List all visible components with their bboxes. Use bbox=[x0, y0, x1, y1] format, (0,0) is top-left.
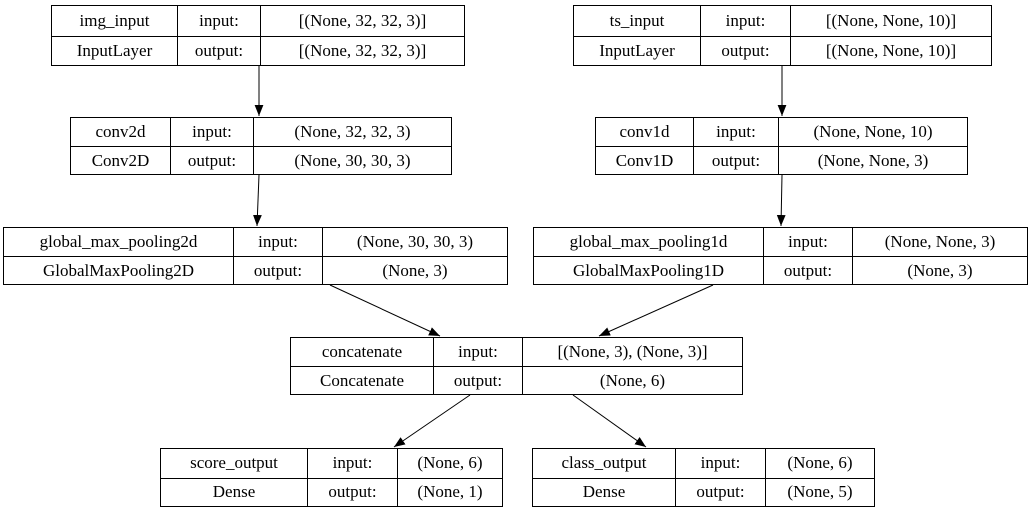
input-shape: [(None, 32, 32, 3)] bbox=[298, 10, 427, 30]
edge-conv1d-to-global_max_pooling1d bbox=[776, 174, 786, 227]
io-input-label: input: bbox=[694, 118, 779, 146]
io-input-label: input: bbox=[234, 228, 323, 256]
io-output-label: output: bbox=[171, 146, 254, 174]
edge-concatenate-to-score_output bbox=[393, 394, 471, 448]
output-shape: (None, 6) bbox=[523, 366, 742, 394]
input-shape: (None, None, 3) bbox=[884, 232, 996, 251]
node-conv2d: conv2d input: (None, 32, 32, 3) Conv2D o… bbox=[70, 117, 452, 175]
layer-name: conv1d bbox=[596, 118, 694, 146]
layer-name: img_input bbox=[52, 6, 178, 36]
output-shape: (None, 3) bbox=[323, 256, 507, 284]
layer-name: class_output bbox=[533, 449, 676, 478]
layer-name: score_output bbox=[161, 449, 308, 478]
edge-concatenate-to-class_output bbox=[572, 394, 647, 448]
io-output-label: output: bbox=[308, 477, 398, 506]
output-shape: (None, None, 3) bbox=[779, 146, 967, 174]
io-output-label: output: bbox=[676, 477, 766, 506]
input-shape: [(None, None, 10)] bbox=[825, 10, 957, 30]
node-ts_input: ts_input input: [(None, None, 10)] Input… bbox=[573, 5, 992, 66]
layer-name: ts_input bbox=[574, 6, 701, 36]
input-shape: (None, 6) bbox=[787, 453, 853, 473]
edge-conv2d-to-global_max_pooling2d bbox=[253, 174, 262, 227]
output-shape: (None, 3) bbox=[853, 256, 1027, 284]
io-output-label: output: bbox=[764, 256, 853, 284]
io-input-label: input: bbox=[434, 338, 523, 366]
io-output-label: output: bbox=[701, 35, 791, 65]
node-global_max_pooling2d: global_max_pooling2d input: (None, 30, 3… bbox=[3, 227, 508, 285]
io-input-label: input: bbox=[764, 228, 853, 256]
layer-class: InputLayer bbox=[574, 35, 701, 65]
layer-class: GlobalMaxPooling2D bbox=[4, 256, 234, 284]
input-shape: (None, 30, 30, 3) bbox=[356, 232, 474, 251]
edge-global_max_pooling2d-to-concatenate bbox=[329, 284, 441, 337]
layer-class: Dense bbox=[533, 477, 676, 506]
io-output-label: output: bbox=[434, 366, 523, 394]
layer-class: Dense bbox=[161, 477, 308, 506]
io-input-label: input: bbox=[308, 449, 398, 478]
edge-global_max_pooling1d-to-concatenate bbox=[598, 284, 714, 337]
io-input-label: input: bbox=[676, 449, 766, 478]
input-shape: (None, None, 10) bbox=[813, 122, 933, 141]
output-shape: (None, 1) bbox=[398, 477, 502, 507]
io-input-label: input: bbox=[701, 6, 791, 36]
output-shape: (None, 30, 30, 3) bbox=[254, 146, 451, 174]
io-output-label: output: bbox=[234, 256, 323, 284]
layer-name: conv2d bbox=[71, 118, 171, 146]
node-global_max_pooling1d: global_max_pooling1d input: (None, None,… bbox=[533, 227, 1028, 285]
node-conv1d: conv1d input: (None, None, 10) Conv1D ou… bbox=[595, 117, 968, 175]
output-shape: (None, 5) bbox=[766, 477, 874, 507]
io-input-label: input: bbox=[178, 6, 261, 36]
input-shape: (None, 6) bbox=[417, 453, 483, 473]
layer-class: GlobalMaxPooling1D bbox=[534, 256, 764, 284]
output-shape: [(None, 32, 32, 3)] bbox=[261, 35, 464, 66]
layer-class: InputLayer bbox=[52, 35, 178, 65]
input-shape: [(None, 3), (None, 3)] bbox=[557, 342, 708, 361]
io-output-label: output: bbox=[694, 146, 779, 174]
layer-name: concatenate bbox=[291, 338, 434, 366]
node-class_output: class_output input: (None, 6) Dense outp… bbox=[532, 448, 875, 507]
node-img_input: img_input input: [(None, 32, 32, 3)] Inp… bbox=[51, 5, 465, 66]
node-score_output: score_output input: (None, 6) Dense outp… bbox=[160, 448, 503, 507]
io-output-label: output: bbox=[178, 35, 261, 65]
layer-class: Concatenate bbox=[291, 366, 434, 394]
io-input-label: input: bbox=[171, 118, 254, 146]
layer-name: global_max_pooling2d bbox=[4, 228, 234, 256]
layer-class: Conv2D bbox=[71, 146, 171, 174]
node-concatenate: concatenate input: [(None, 3), (None, 3)… bbox=[290, 337, 743, 395]
layer-class: Conv1D bbox=[596, 146, 694, 174]
input-shape: (None, 32, 32, 3) bbox=[294, 122, 411, 141]
layer-name: global_max_pooling1d bbox=[534, 228, 764, 256]
output-shape: [(None, None, 10)] bbox=[791, 35, 991, 66]
